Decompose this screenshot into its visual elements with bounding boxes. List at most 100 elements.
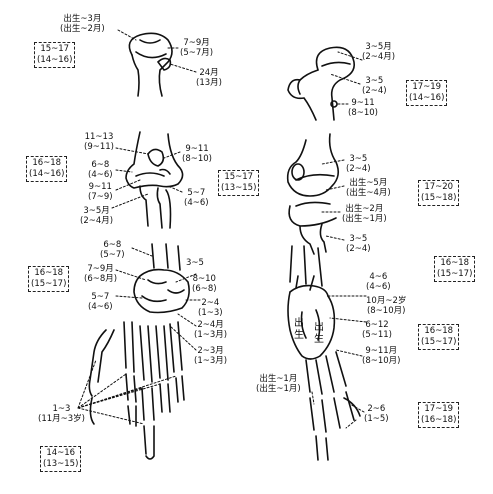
foot-b-line1: 10月~2岁 (366, 296, 407, 306)
foot-bone-text-left: 出 生 (294, 318, 304, 342)
elbow-label-c: 9~11 (8~10) (182, 144, 212, 164)
hand-label-h: 2~3月 (1~3月) (194, 346, 227, 366)
hand-f-line1: 2~4 (201, 298, 220, 308)
elbow-c-line1: 9~11 (185, 144, 209, 154)
foot-fusion-mid-line2: (15~17) (421, 337, 457, 347)
foot-a-line1: 4~6 (369, 272, 388, 282)
foot-bone-char-3: 出 (314, 322, 324, 333)
humerus-drawing (117, 29, 197, 97)
hand-b-line1: 7~9月 (87, 264, 114, 274)
hand-fusion-bottom-line1: 14~16 (46, 448, 76, 458)
hand-label-c: 5~7 (4~6) (88, 292, 113, 312)
elbow-fusion-right-box: 15~17 (13~15) (218, 170, 260, 196)
elbow-c-line2: (8~10) (182, 154, 212, 164)
knee-d-line1: 3~5 (349, 234, 368, 244)
shoulder-top-label: 3~5月 (2~4月) (362, 42, 395, 62)
foot-e-line1: 出生~1月 (259, 374, 298, 384)
foot-label-e: 出生~1月 (出生~1月) (256, 374, 301, 394)
knee-d-line2: (2~4) (346, 244, 371, 254)
shoulder-low-line1: 9~11 (351, 98, 375, 108)
hand-g-line2: (1~3月) (194, 330, 228, 340)
shoulder-fusion-box: 17~19 (14~16) (406, 80, 448, 106)
elbow-fusion-left-line1: 16~18 (32, 158, 62, 168)
foot-fusion-top-line1: 16~18 (440, 258, 470, 268)
hand-c-line1: 5~7 (91, 292, 110, 302)
hand-c-line2: (4~6) (88, 302, 113, 312)
foot-bone-char-4: 生 (314, 334, 324, 345)
hand-h-line2: (1~3月) (194, 356, 228, 366)
knee-a-line1: 3~5 (349, 154, 368, 164)
hand-label-g: 2~4月 (1~3月) (194, 320, 227, 340)
foot-c-line2: (5~11) (362, 330, 392, 340)
hand-fusion-top-line1: 16~18 (34, 268, 64, 278)
foot-fusion-bottom-line2: (16~18) (421, 415, 457, 425)
shoulder-mid-line2: (2~4) (362, 86, 387, 96)
humerus-head-line2: (出生~2月) (60, 24, 105, 34)
shoulder-fusion-line1: 17~19 (412, 82, 442, 92)
elbow-e-line2: (4~6) (184, 198, 209, 208)
hand-label-i: 1~3 (11月~3岁) (38, 404, 85, 424)
foot-bone-text-right: 出 生 (314, 322, 324, 346)
knee-label-b: 出生~5月 (出生~4月) (346, 178, 391, 198)
foot-bone-char-2: 生 (294, 330, 304, 341)
elbow-fusion-right-line1: 15~17 (224, 172, 254, 182)
hand-a-line1: 6~8 (103, 240, 122, 250)
humerus-lateral-label: 24月 (13月) (196, 68, 222, 88)
elbow-b-line1: 6~8 (91, 160, 110, 170)
hand-i-line1: 1~3 (52, 404, 71, 414)
knee-a-line2: (2~4) (346, 164, 371, 174)
elbow-label-b: 6~8 (4~6) (88, 160, 113, 180)
foot-d-line2: (8~10月) (362, 356, 401, 366)
foot-d-line1: 9~11月 (365, 346, 398, 356)
foot-label-d: 9~11月 (8~10月) (362, 346, 400, 366)
hand-f-line2: (1~3) (198, 308, 223, 318)
foot-b-line2: (8~10月) (366, 306, 406, 316)
elbow-a-line2: (9~11) (84, 142, 114, 152)
humerus-fusion-line2: (14~16) (37, 55, 73, 65)
foot-a-line2: (4~6) (366, 282, 391, 292)
knee-b-line2: (出生~4月) (346, 188, 391, 198)
hand-fusion-top-line2: (15~17) (31, 279, 67, 289)
hand-h-line1: 2~3月 (197, 346, 224, 356)
foot-f-line1: 2~6 (367, 404, 386, 414)
elbow-fusion-left-line2: (14~16) (29, 169, 65, 179)
knee-label-d: 3~5 (2~4) (346, 234, 371, 254)
knee-fusion-box: 17~20 (15~18) (418, 180, 460, 206)
elbow-front-drawing (111, 131, 184, 229)
foot-fusion-mid-box: 16~18 (15~17) (418, 324, 460, 350)
humerus-lat-line1: 24月 (199, 68, 219, 78)
hand-label-e: 8~10 (6~8) (192, 274, 217, 294)
foot-label-a: 4~6 (4~6) (366, 272, 391, 292)
foot-c-line1: 6~12 (365, 320, 389, 330)
shoulder-low-line2: (8~10) (348, 108, 378, 118)
elbow-label-e: 5~7 (4~6) (184, 188, 209, 208)
elbow-a-line1: 11~13 (84, 132, 114, 142)
elbow-d-line2: (7~9) (88, 192, 113, 202)
foot-f-line2: (1~5) (364, 414, 389, 424)
knee-fusion-line2: (15~18) (421, 193, 457, 203)
elbow-f-line1: 3~5月 (83, 206, 110, 216)
foot-fusion-bottom-box: 17~19 (16~18) (418, 402, 460, 428)
humerus-head-line1: 出生~3月 (63, 14, 102, 24)
shoulder-side-drawing (287, 46, 363, 121)
humerus-fusion-line1: 15~17 (40, 44, 70, 54)
foot-fusion-top-line2: (15~17) (437, 269, 473, 279)
shoulder-mid-line1: 3~5 (365, 76, 384, 86)
elbow-label-f: 3~5月 (2~4月) (80, 206, 113, 226)
humerus-tuberosity-label: 7~9月 (5~7月) (180, 38, 213, 58)
shoulder-top-line2: (2~4月) (362, 52, 396, 62)
knee-side-drawing (286, 133, 345, 255)
foot-fusion-mid-line1: 16~18 (424, 326, 454, 336)
hand-i-line2: (11月~3岁) (38, 414, 85, 424)
hand-e-line2: (6~8) (192, 284, 217, 294)
elbow-f-line2: (2~4月) (80, 216, 114, 226)
knee-b-line1: 出生~5月 (349, 178, 388, 188)
foot-fusion-top-box: 16~18 (15~17) (434, 256, 476, 282)
hand-fusion-top-box: 16~18 (15~17) (28, 266, 70, 292)
hand-label-d: 3~5 (186, 258, 204, 268)
elbow-label-d: 9~11 (7~9) (88, 182, 113, 202)
knee-label-a: 3~5 (2~4) (346, 154, 371, 174)
humerus-tub-line1: 7~9月 (183, 38, 210, 48)
